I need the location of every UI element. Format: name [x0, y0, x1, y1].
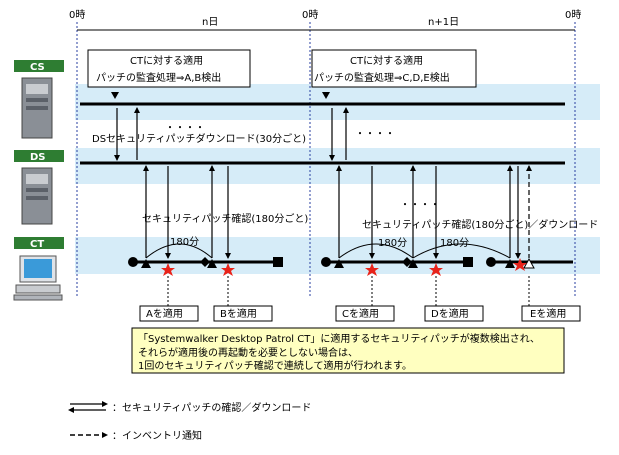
star-c	[365, 263, 379, 276]
cs-band	[75, 84, 600, 120]
ct-triangle-open	[523, 257, 535, 269]
interval-arc-1	[145, 243, 213, 259]
svg-text:パッチの監査処理⇒C,D,E検出: パッチの監査処理⇒C,D,E検出	[314, 71, 450, 84]
svg-text:Eを適用: Eを適用	[530, 307, 566, 320]
day-n-label: n日	[202, 17, 218, 28]
svg-text:CT: CT	[30, 239, 44, 250]
ds-download-label: DSセキュリティパッチダウンロード(30分ごと)	[92, 132, 306, 145]
svg-text:それらが適用後の再起動を必要としない場合は、: それらが適用後の再起動を必要としない場合は、	[138, 346, 358, 359]
svg-text:DS: DS	[30, 152, 46, 163]
cs-audit-marker-1	[111, 92, 119, 99]
ds-band	[75, 148, 600, 184]
svg-text:1回のセキュリティパッチ確認で連続して適用が行われます。: 1回のセキュリティパッチ確認で連続して適用が行われます。	[138, 359, 412, 372]
end-time-label: 0時	[565, 9, 581, 21]
svg-text:：インベントリ通知: ：インベントリ通知	[112, 429, 202, 442]
interval-arc-2	[338, 243, 414, 259]
ct-end-square-2	[463, 257, 473, 267]
apply-box-d: Dを適用	[424, 305, 484, 322]
interval-label-1: 180分	[170, 236, 199, 248]
day-n1-label: n+1日	[428, 17, 459, 28]
legend-check-download: ：セキュリティパッチの確認／ダウンロード	[68, 401, 311, 414]
apply-box-a: Aを適用	[139, 305, 199, 322]
ct-start-circle-1	[128, 257, 138, 267]
ct-computer-icon	[13, 255, 63, 301]
ct-start-circle-3	[486, 257, 496, 267]
svg-text:Aを適用: Aを適用	[146, 307, 183, 320]
audit-box-day-n: CTに対する適用 パッチの監査処理⇒A,B検出	[87, 49, 251, 88]
ds-server-label: DS	[14, 150, 64, 163]
star-b	[221, 263, 235, 276]
ellipsis-ds-ct: ・・・・	[400, 200, 440, 211]
svg-text:CTに対する適用: CTに対する適用	[350, 54, 423, 67]
star-d	[429, 263, 443, 276]
ct-end-square-1	[273, 257, 283, 267]
cs-audit-marker-2	[322, 92, 330, 99]
confirm-label-day-n: セキュリティパッチ確認(180分ごと)	[142, 212, 308, 225]
svg-text:CS: CS	[30, 62, 45, 73]
svg-text:「Systemwalker Desktop Patrol C: 「Systemwalker Desktop Patrol CT」に適用するセキュ…	[138, 332, 540, 345]
ds-cs-arrows	[114, 107, 349, 161]
ds-ct-arrows	[143, 165, 532, 259]
ct-triangle-1	[141, 259, 151, 268]
svg-text:パッチの監査処理⇒A,B検出: パッチの監査処理⇒A,B検出	[96, 71, 221, 84]
ct-start-circle-2	[321, 257, 331, 267]
svg-text:CTに対する適用: CTに対する適用	[130, 54, 203, 67]
svg-text:Dを適用: Dを適用	[431, 307, 469, 320]
apply-connectors	[167, 276, 530, 306]
ds-server-icon	[21, 167, 53, 225]
interval-label-3: 180分	[440, 237, 469, 249]
ellipsis-cs-ds-2: ・・・・	[355, 129, 395, 140]
ct-triangle-3	[334, 259, 344, 268]
note-box: 「Systemwalker Desktop Patrol CT」に適用するセキュ…	[131, 327, 565, 374]
ct-diamond-2	[402, 257, 412, 267]
ct-triangle-2	[207, 259, 217, 268]
start-time-label: 0時	[69, 9, 85, 21]
interval-label-2: 180分	[378, 237, 407, 249]
star-a	[161, 263, 175, 276]
audit-box-day-n1: CTに対する適用 パッチの監査処理⇒C,D,E検出	[311, 49, 477, 88]
cs-server-icon	[21, 77, 53, 139]
patch-stars	[161, 258, 527, 276]
interval-arc-3	[412, 243, 511, 259]
apply-box-b: Bを適用	[213, 305, 273, 322]
ct-diamond-1	[200, 257, 210, 267]
apply-box-e: Eを適用	[521, 305, 581, 322]
ct-server-label: CT	[14, 237, 64, 250]
star-e	[513, 258, 527, 271]
mid-time-label: 0時	[302, 9, 318, 21]
apply-box-c: Cを適用	[335, 305, 395, 322]
svg-text:Bを適用: Bを適用	[220, 307, 257, 320]
svg-text:Cを適用: Cを適用	[342, 307, 379, 320]
svg-text:：セキュリティパッチの確認／ダウンロード: ：セキュリティパッチの確認／ダウンロード	[112, 401, 311, 414]
ct-triangle-5	[505, 259, 515, 268]
cs-server-label: CS	[14, 60, 64, 73]
confirm-label-day-n1: セキュリティパッチ確認(180分ごと)／ダウンロード	[362, 218, 598, 231]
ct-triangle-4	[408, 259, 418, 268]
legend-inventory-notify: ：インベントリ通知	[70, 429, 202, 442]
ellipsis-cs-ds-1: ・・・・	[165, 123, 205, 134]
